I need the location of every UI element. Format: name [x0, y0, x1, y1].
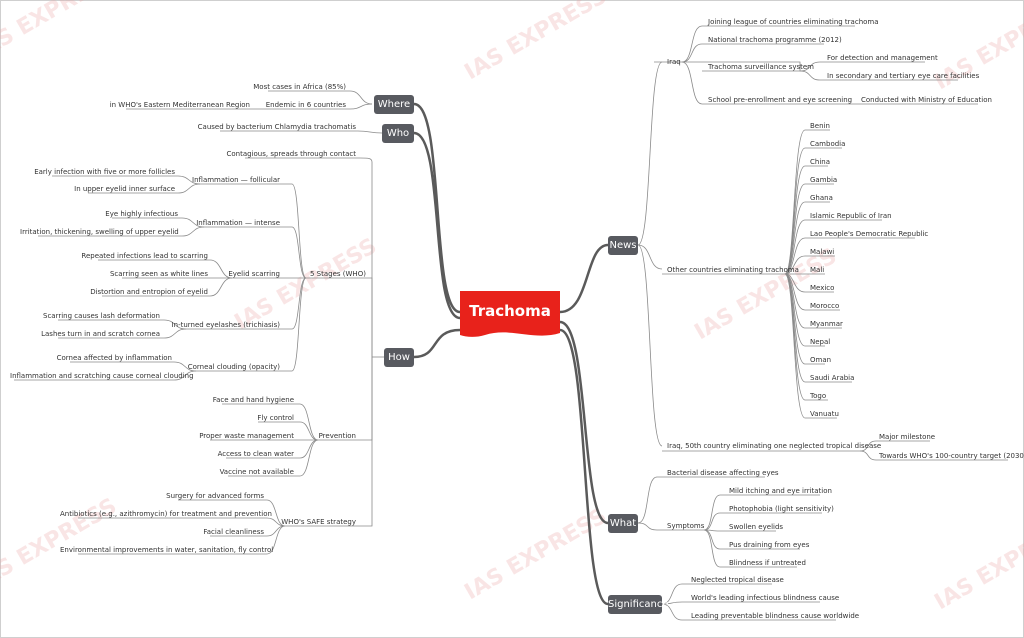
who-cause[interactable]: Caused by bacterium Chlamydia trachomati… — [197, 123, 356, 131]
prevention-item[interactable]: Proper waste management — [199, 432, 294, 440]
country-item[interactable]: Ghana — [810, 194, 833, 202]
stage-trichiasis-item[interactable]: Lashes turn in and scratch cornea — [41, 330, 160, 338]
symptom-item[interactable]: Pus draining from eyes — [729, 541, 810, 549]
significance-item[interactable]: World's leading infectious blindness cau… — [691, 594, 840, 602]
stage-intense-item[interactable]: Eye highly infectious — [105, 210, 178, 218]
country-item[interactable]: Saudi Arabia — [810, 374, 855, 382]
prevention-item[interactable]: Access to clean water — [217, 450, 294, 458]
country-item[interactable]: Mali — [810, 266, 825, 274]
country-item[interactable]: Myanmar — [810, 320, 843, 328]
node-where[interactable]: Where — [374, 95, 414, 114]
safe-item[interactable]: Surgery for advanced forms — [166, 492, 264, 500]
country-item[interactable]: Nepal — [810, 338, 831, 346]
connector-who — [412, 131, 462, 320]
country-item[interactable]: Oman — [810, 356, 832, 364]
country-item[interactable]: Lao People's Democratic Republic — [810, 230, 929, 238]
country-item[interactable]: Togo — [810, 392, 827, 400]
stage-opacity-item[interactable]: Cornea affected by inflammation — [56, 354, 172, 362]
country-item[interactable]: Gambia — [810, 176, 838, 184]
stage-trichiasis[interactable]: In-turned eyelashes (trichiasis) — [171, 321, 280, 329]
connector-significance — [558, 328, 610, 606]
stage-scarring[interactable]: Eyelid scarring — [228, 270, 280, 278]
node-who[interactable]: Who — [382, 124, 414, 143]
news-target[interactable]: Towards WHO's 100-country target (2030) — [879, 452, 1024, 460]
connector-what — [558, 320, 610, 525]
stage-trichiasis-item[interactable]: Scarring causes lash deformation — [43, 312, 160, 320]
connector-where — [412, 102, 462, 314]
stage-follicular-item[interactable]: Early infection with five or more follic… — [34, 168, 175, 176]
safe-item[interactable]: Environmental improvements in water, san… — [60, 546, 274, 554]
prevention-item[interactable]: Vaccine not available — [219, 468, 294, 476]
country-item[interactable]: Islamic Republic of Iran — [810, 212, 892, 220]
how-prevention[interactable]: Prevention — [318, 432, 356, 440]
country-item[interactable]: Morocco — [810, 302, 840, 310]
news-iraq[interactable]: Iraq — [667, 58, 681, 66]
where-africa[interactable]: Most cases in Africa (85%) — [253, 83, 346, 91]
news-iraq-programme[interactable]: National trachoma programme (2012) — [708, 36, 842, 44]
safe-item[interactable]: Antibiotics (e.g., azithromycin) for tre… — [60, 510, 272, 518]
connector-how — [412, 328, 462, 359]
significance-item[interactable]: Neglected tropical disease — [691, 576, 784, 584]
how-stages[interactable]: 5 Stages (WHO) — [310, 270, 366, 278]
significance-item[interactable]: Leading preventable blindness cause worl… — [691, 612, 860, 620]
what-symptoms[interactable]: Symptoms — [667, 522, 705, 530]
node-news[interactable]: News — [608, 236, 638, 255]
how-contagious[interactable]: Contagious, spreads through contact — [226, 150, 357, 158]
where-endemic[interactable]: Endemic in 6 countries — [265, 101, 346, 109]
stage-intense-item[interactable]: Irritation, thickening, swelling of uppe… — [20, 228, 179, 236]
news-fiftieth[interactable]: Iraq, 50th country eliminating one negle… — [667, 442, 882, 450]
stage-opacity[interactable]: Corneal clouding (opacity) — [187, 363, 280, 371]
symptom-item[interactable]: Photophobia (light sensitivity) — [729, 505, 834, 513]
news-iraq-ministry[interactable]: Conducted with Ministry of Education — [861, 96, 992, 104]
central-topic[interactable]: Trachoma — [460, 291, 560, 339]
prevention-item[interactable]: Face and hand hygiene — [212, 396, 294, 404]
how-safe[interactable]: WHO's SAFE strategy — [281, 518, 356, 526]
country-item[interactable]: China — [810, 158, 830, 166]
news-iraq-school[interactable]: School pre-enrollment and eye screening — [708, 96, 853, 104]
stage-scarring-item[interactable]: Repeated infections lead to scarring — [81, 252, 208, 260]
safe-item[interactable]: Facial cleanliness — [203, 528, 264, 536]
stage-intense[interactable]: Inflammation — intense — [196, 219, 280, 227]
news-iraq-joining[interactable]: Joining league of countries eliminating … — [708, 18, 879, 26]
news-other-countries[interactable]: Other countries eliminating trachoma — [667, 266, 799, 274]
country-item[interactable]: Cambodia — [810, 140, 846, 148]
central-topic-shape — [460, 291, 560, 337]
country-item[interactable]: Vanuatu — [810, 410, 839, 418]
news-iraq-secondary[interactable]: In secondary and tertiary eye care facil… — [827, 72, 980, 80]
stage-scarring-item[interactable]: Scarring seen as white lines — [109, 270, 208, 278]
node-how[interactable]: How — [384, 348, 414, 367]
news-iraq-detection[interactable]: For detection and management — [827, 54, 938, 62]
prevention-item[interactable]: Fly control — [257, 414, 294, 422]
node-what[interactable]: What — [608, 514, 638, 533]
symptom-item[interactable]: Blindness if untreated — [729, 559, 806, 567]
symptom-item[interactable]: Mild itching and eye irritation — [729, 487, 832, 495]
news-milestone[interactable]: Major milestone — [879, 433, 936, 441]
where-emr[interactable]: in WHO's Eastern Mediterranean Region — [109, 101, 250, 109]
connector-news — [558, 243, 610, 314]
news-iraq-surveillance[interactable]: Trachoma surveillance system — [708, 63, 814, 71]
node-significance[interactable]: Significance — [608, 595, 669, 614]
country-item[interactable]: Mexico — [810, 284, 835, 292]
symptom-item[interactable]: Swollen eyelids — [729, 523, 784, 531]
stage-scarring-item[interactable]: Distortion and entropion of eyelid — [90, 288, 208, 296]
central-topic-label: Trachoma — [469, 302, 551, 320]
country-item[interactable]: Benin — [810, 122, 830, 130]
stage-opacity-item[interactable]: Inflammation and scratching cause cornea… — [10, 372, 194, 380]
stage-follicular[interactable]: Inflammation — follicular — [192, 176, 280, 184]
what-bacterial[interactable]: Bacterial disease affecting eyes — [667, 469, 779, 477]
stage-follicular-item[interactable]: In upper eyelid inner surface — [74, 185, 175, 193]
country-item[interactable]: Malawi — [810, 248, 835, 256]
